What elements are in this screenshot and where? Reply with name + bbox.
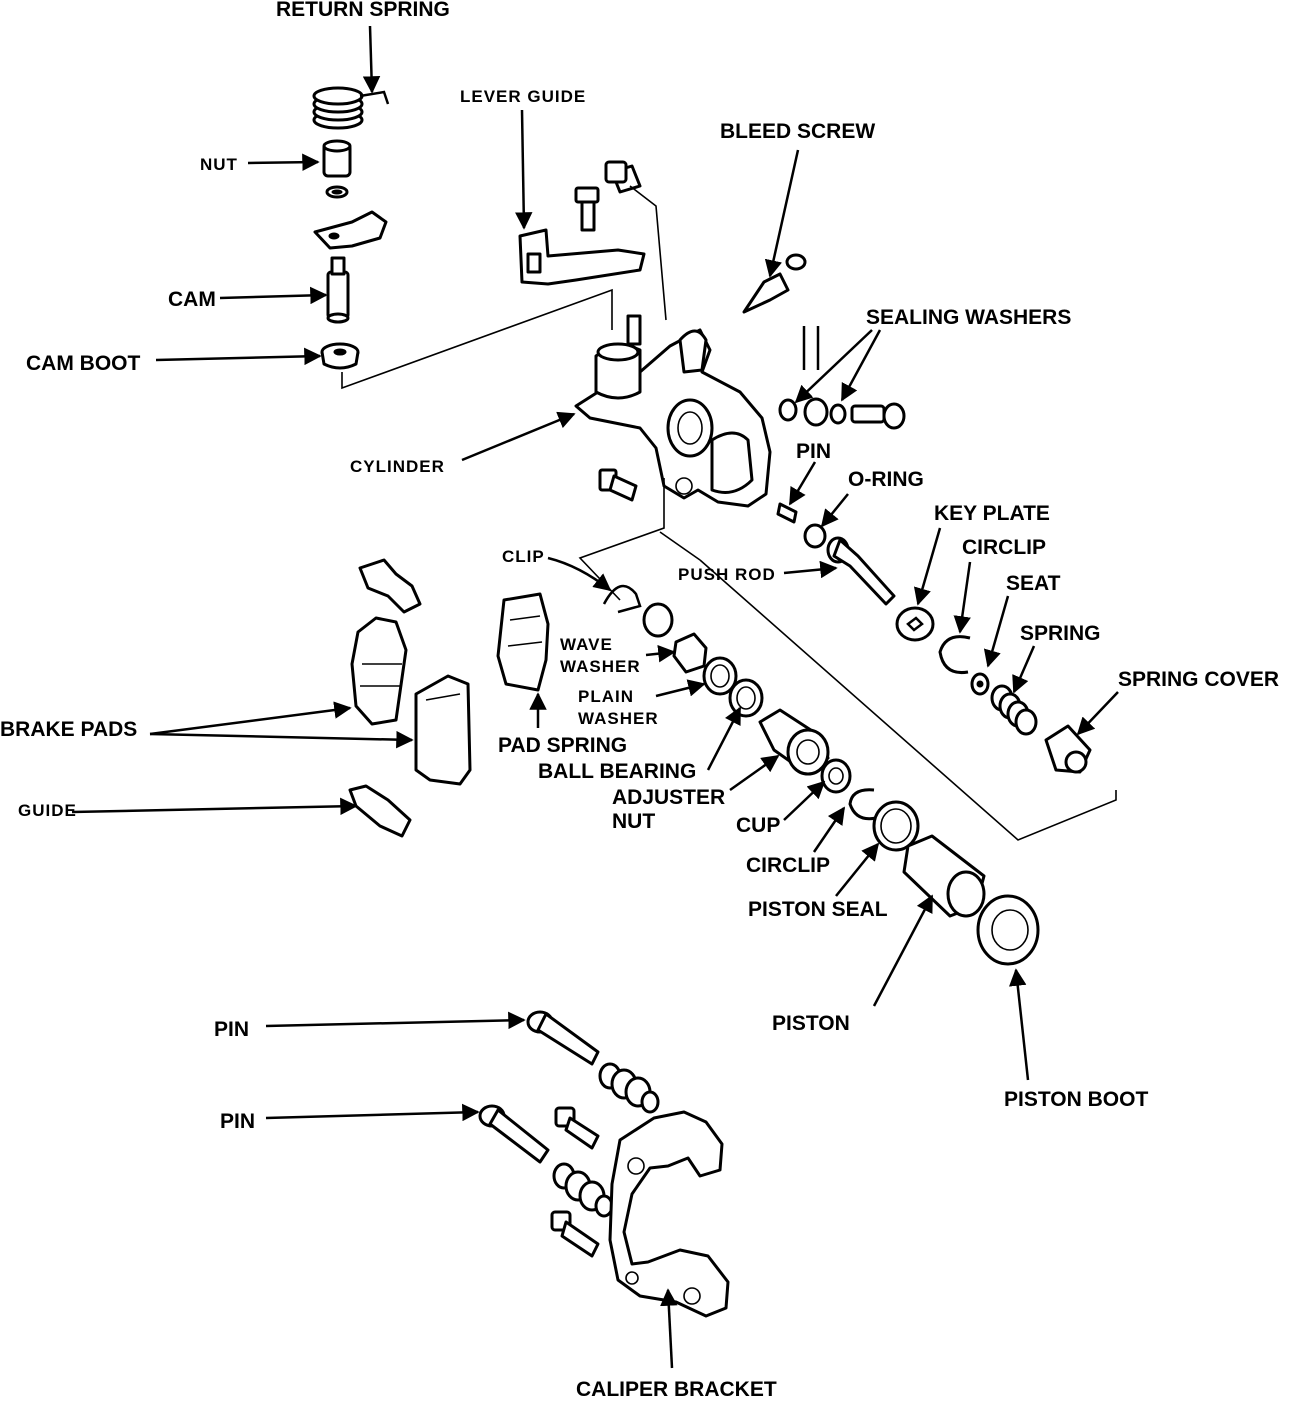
label-spring-cover: SPRING COVER (1118, 668, 1279, 691)
lever-plate-part (313, 210, 388, 250)
label-cup: CUP (736, 814, 780, 837)
label-caliper-bracket: CALIPER BRACKET (576, 1378, 777, 1401)
label-key-plate: KEY PLATE (934, 502, 1050, 525)
pin-lower-2-part (478, 1104, 550, 1164)
label-wave-washer-2: WASHER (560, 657, 641, 676)
label-cam: CAM (168, 288, 216, 311)
label-clip: CLIP (502, 547, 545, 566)
label-pin-lower-1: PIN (214, 1018, 249, 1041)
label-bleed-screw: BLEED SCREW (720, 120, 875, 143)
sealing-washers-part (778, 326, 906, 430)
adjuster-nut-part (758, 708, 830, 776)
circlip-bottom-part (848, 788, 877, 821)
label-nut: NUT (200, 155, 238, 174)
label-piston-seal: PISTON SEAL (748, 898, 888, 921)
cam-boot-part (320, 342, 360, 370)
label-plain-washer-1: PLAIN (578, 687, 634, 706)
pin-boot-2-part (552, 1162, 614, 1218)
spring-part (990, 684, 1038, 736)
pad-shim-part (358, 558, 422, 614)
label-ball-bearing: BALL BEARING (538, 760, 696, 783)
nut-part (322, 139, 352, 199)
wave-washer-part (672, 632, 708, 674)
leader-lines (71, 25, 1119, 1369)
label-adjuster-nut-1: ADJUSTER (612, 786, 725, 809)
cylinder-bolt-part (598, 468, 638, 502)
label-adjuster-nut-2: NUT (612, 810, 655, 833)
label-circlip-top: CIRCLIP (962, 536, 1046, 559)
label-seat: SEAT (1006, 572, 1061, 595)
label-o-ring: O-RING (848, 468, 924, 491)
label-cylinder: CYLINDER (350, 457, 445, 476)
clip-ring-part (642, 602, 674, 638)
ball-bearing-part (728, 678, 764, 718)
label-guide: GUIDE (18, 801, 77, 820)
key-plate-part (895, 606, 935, 642)
piston-part (902, 834, 986, 918)
spring-cover-part (1044, 724, 1092, 774)
label-piston: PISTON (772, 1012, 850, 1035)
circlip-top-part (938, 635, 971, 675)
lever-guide-part (518, 160, 646, 286)
pin-top-part (776, 502, 798, 524)
bracket-bolts-part (550, 1106, 600, 1258)
push-rod-part (826, 536, 896, 606)
pin-boot-1-part (598, 1062, 660, 1114)
label-brake-pads: BRAKE PADS (0, 718, 137, 741)
label-cam-boot: CAM BOOT (26, 352, 140, 375)
guide-part (348, 784, 412, 838)
piston-boot-part (976, 894, 1040, 966)
seat-part (970, 672, 990, 696)
label-sealing-washers: SEALING WASHERS (866, 306, 1071, 329)
o-ring-part (803, 523, 827, 549)
label-spring: SPRING (1020, 622, 1101, 645)
assembly-lines (341, 185, 1117, 841)
bleed-screw-part (742, 253, 807, 314)
label-circlip-bottom: CIRCLIP (746, 854, 830, 877)
piston-seal-part (872, 800, 920, 852)
label-return-spring: RETURN SPRING (276, 0, 450, 21)
plain-washer-part (702, 656, 738, 696)
label-push-rod: PUSH ROD (678, 565, 776, 584)
label-lever-guide: LEVER GUIDE (460, 87, 586, 106)
label-pin-top: PIN (796, 440, 831, 463)
caliper-bracket-part (608, 1110, 730, 1318)
label-pin-lower-2: PIN (220, 1110, 255, 1133)
cup-part (820, 758, 852, 794)
label-plain-washer-2: WASHER (578, 709, 659, 728)
label-wave-washer-1: WAVE (560, 635, 613, 654)
cylinder-part (574, 314, 772, 508)
return-spring-part (312, 86, 390, 130)
pin-lower-1-part (526, 1010, 600, 1066)
clip-part (602, 584, 642, 614)
label-pad-spring: PAD SPRING (498, 734, 627, 757)
labels: RETURN SPRING LEVER GUIDE BLEED SCREW NU… (0, 0, 1279, 1401)
pad-spring-part (496, 592, 550, 692)
cam-part (326, 256, 350, 324)
brake-pad-front-part (350, 616, 408, 726)
label-piston-boot: PISTON BOOT (1004, 1088, 1148, 1111)
brake-pad-rear-part (414, 674, 472, 786)
